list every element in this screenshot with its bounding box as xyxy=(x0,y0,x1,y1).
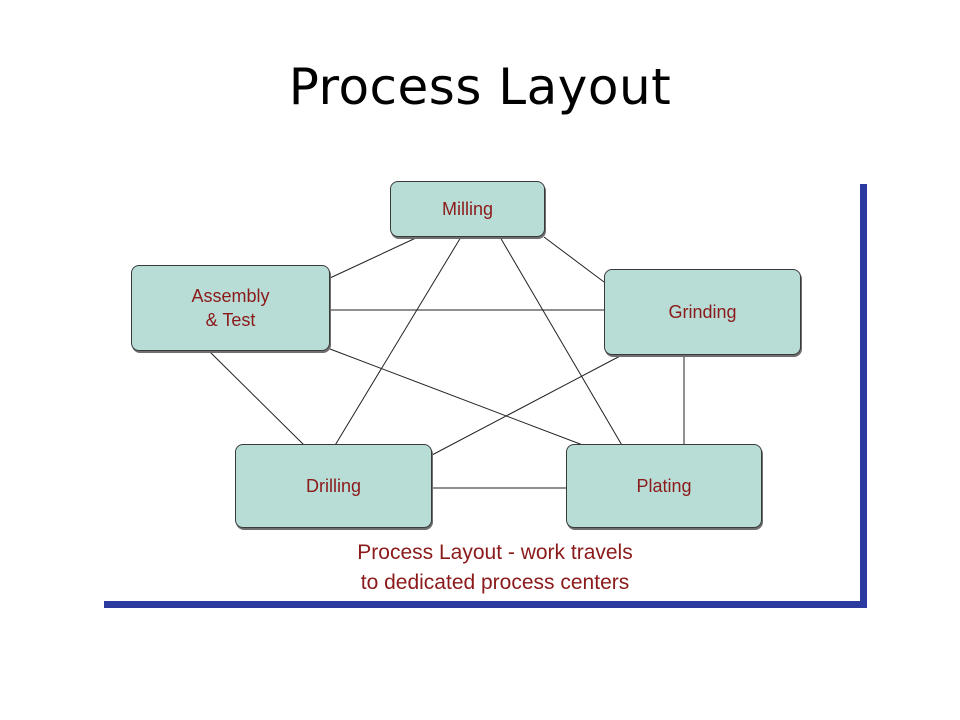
node-label-plating: Plating xyxy=(636,476,692,496)
node-label-milling: Milling xyxy=(441,199,493,219)
connector-grinding-drilling xyxy=(431,354,623,456)
slide-title: Process Layout xyxy=(288,58,672,116)
node-drilling: Drilling xyxy=(235,444,432,528)
connector-assembly-plating xyxy=(329,348,589,448)
node-label-assembly-test: Assembly & Test xyxy=(191,286,270,330)
node-assembly-test: Assembly & Test xyxy=(131,265,330,351)
node-plating: Plating xyxy=(566,444,762,528)
node-label-drilling: Drilling xyxy=(305,476,361,496)
node-label-grinding: Grinding xyxy=(668,302,737,322)
node-milling: Milling xyxy=(390,181,545,237)
connector-milling-assembly xyxy=(329,236,419,279)
node-grinding: Grinding xyxy=(604,269,801,355)
frame-bottom-border xyxy=(104,601,867,608)
connector-milling-grinding xyxy=(543,236,605,283)
connector-milling-plating xyxy=(499,236,624,448)
connector-assembly-drilling xyxy=(209,351,307,448)
diagram-caption: Process Layout - work travels to dedicat… xyxy=(357,541,633,594)
frame-right-border xyxy=(860,184,867,608)
connector-milling-drilling xyxy=(333,236,462,448)
